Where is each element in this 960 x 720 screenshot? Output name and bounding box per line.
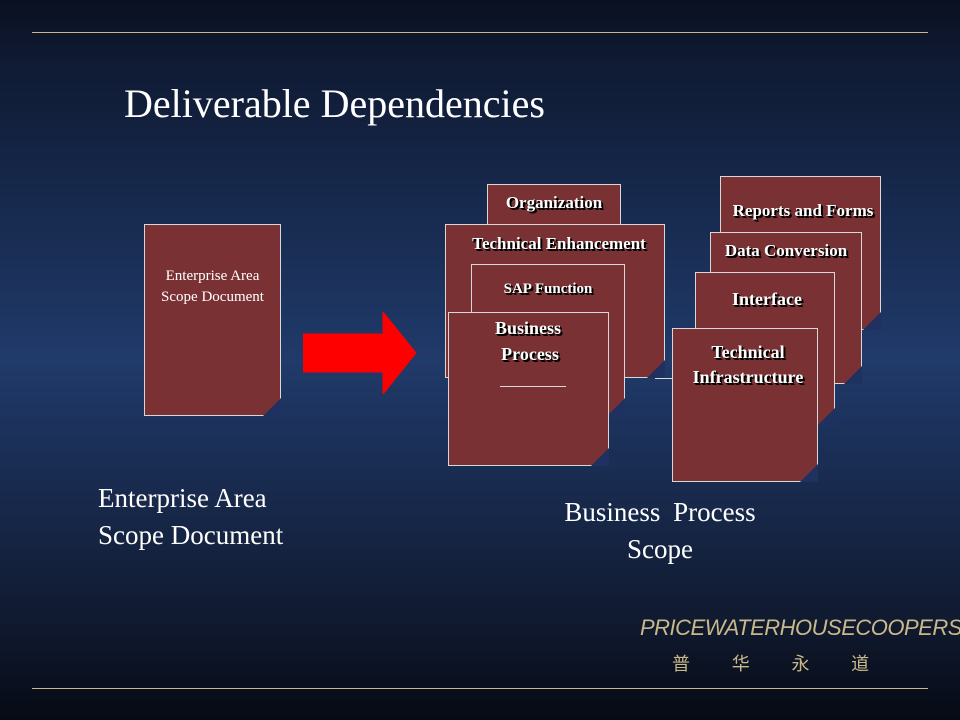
logo-chinese-text: 普 华 永 道: [672, 654, 888, 675]
pricewaterhousecoopers-logo: PRICEWATERHOUSECOOPERS ◆: [640, 615, 960, 641]
page-fold: [591, 448, 609, 466]
technical-enhancement-label: Technical Enhancement: [472, 234, 646, 253]
page-fold: [817, 408, 835, 426]
enterprise-doc-label-line2: Scope Document: [161, 289, 264, 305]
reports-and-forms-label: Reports and Forms: [732, 201, 874, 220]
enterprise-area-scope-document: [144, 224, 281, 416]
technical-infrastructure-label-line1: Technical: [711, 342, 785, 362]
page-fold: [263, 398, 281, 416]
connector-line: [655, 378, 675, 379]
business-process-label-line1: Business: [494, 318, 562, 338]
left-caption-line1: Enterprise Area: [98, 483, 267, 513]
business-process-document: [448, 312, 609, 466]
page-fold: [844, 366, 862, 384]
slide-title: Deliverable Dependencies: [124, 81, 545, 126]
red-arrow-icon: [303, 312, 417, 394]
organization-label: Organization: [505, 193, 603, 212]
technical-infrastructure-label-line2: Infrastructure: [692, 367, 804, 387]
enterprise-doc-label-line1: Enterprise Area: [165, 268, 260, 284]
page-fold: [647, 360, 665, 378]
page-fold: [607, 398, 625, 416]
page-fold: [863, 312, 881, 330]
logo-wordmark: PRICEWATERHOUSECOOPERS: [640, 615, 960, 640]
bottom-rule: [32, 688, 928, 689]
business-process-label-line2: Process: [501, 344, 559, 364]
sap-function-label: SAP Function: [503, 281, 593, 297]
data-conversion-label: Data Conversion: [724, 241, 848, 260]
right-caption-line1: Business Process: [564, 497, 756, 527]
technical-infrastructure-document: [672, 328, 818, 482]
page-fold: [800, 464, 818, 482]
underline-rule: [500, 386, 566, 387]
right-caption-line2: Scope: [627, 534, 693, 564]
left-caption-line2: Scope Document: [98, 520, 284, 550]
top-rule: [32, 32, 928, 33]
interface-label: Interface: [732, 289, 802, 309]
